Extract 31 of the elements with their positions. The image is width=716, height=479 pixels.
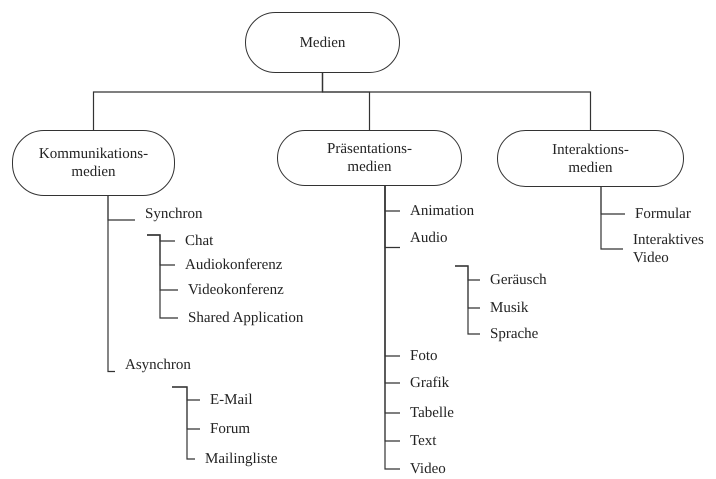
tree-item: Forum xyxy=(200,420,250,438)
rounded-box: Präsentations- medien xyxy=(277,130,462,186)
rounded-box: Interaktions- medien xyxy=(497,130,684,187)
tree-item: Interaktives Video xyxy=(623,231,715,267)
tree-item: Geräusch xyxy=(480,271,547,289)
tree-item: Shared Application xyxy=(178,309,304,327)
tree-item: Audio xyxy=(400,229,475,266)
tree-item: Videokonferenz xyxy=(178,281,284,299)
tree-item: Grafik xyxy=(400,374,450,392)
rounded-box: Kommunikations- medien xyxy=(12,130,175,196)
tree-item: Animation xyxy=(400,202,474,220)
tree-item: Audiokonferenz xyxy=(175,256,282,274)
connector-line xyxy=(107,196,115,372)
tree-item: Asynchron xyxy=(115,356,215,387)
tree-item: Mailingliste xyxy=(195,450,278,468)
tree-item: Chat xyxy=(175,232,214,250)
tree-item: Tabelle xyxy=(400,404,454,422)
tree-item: Foto xyxy=(400,347,438,365)
connector-line xyxy=(172,386,195,460)
connector-line xyxy=(600,187,623,250)
tree-item: Synchron xyxy=(135,205,220,235)
connector-line xyxy=(455,265,480,335)
tree-item: Text xyxy=(400,432,436,450)
tree-item: Formular xyxy=(625,205,691,223)
tree-item: Video xyxy=(400,460,446,478)
tree-item: Musik xyxy=(480,299,528,317)
connector-line xyxy=(322,73,592,130)
tree-item: E-Mail xyxy=(200,391,252,409)
connector-line xyxy=(147,234,178,319)
tree-item: Sprache xyxy=(480,325,538,343)
rounded-box: Medien xyxy=(245,12,400,73)
